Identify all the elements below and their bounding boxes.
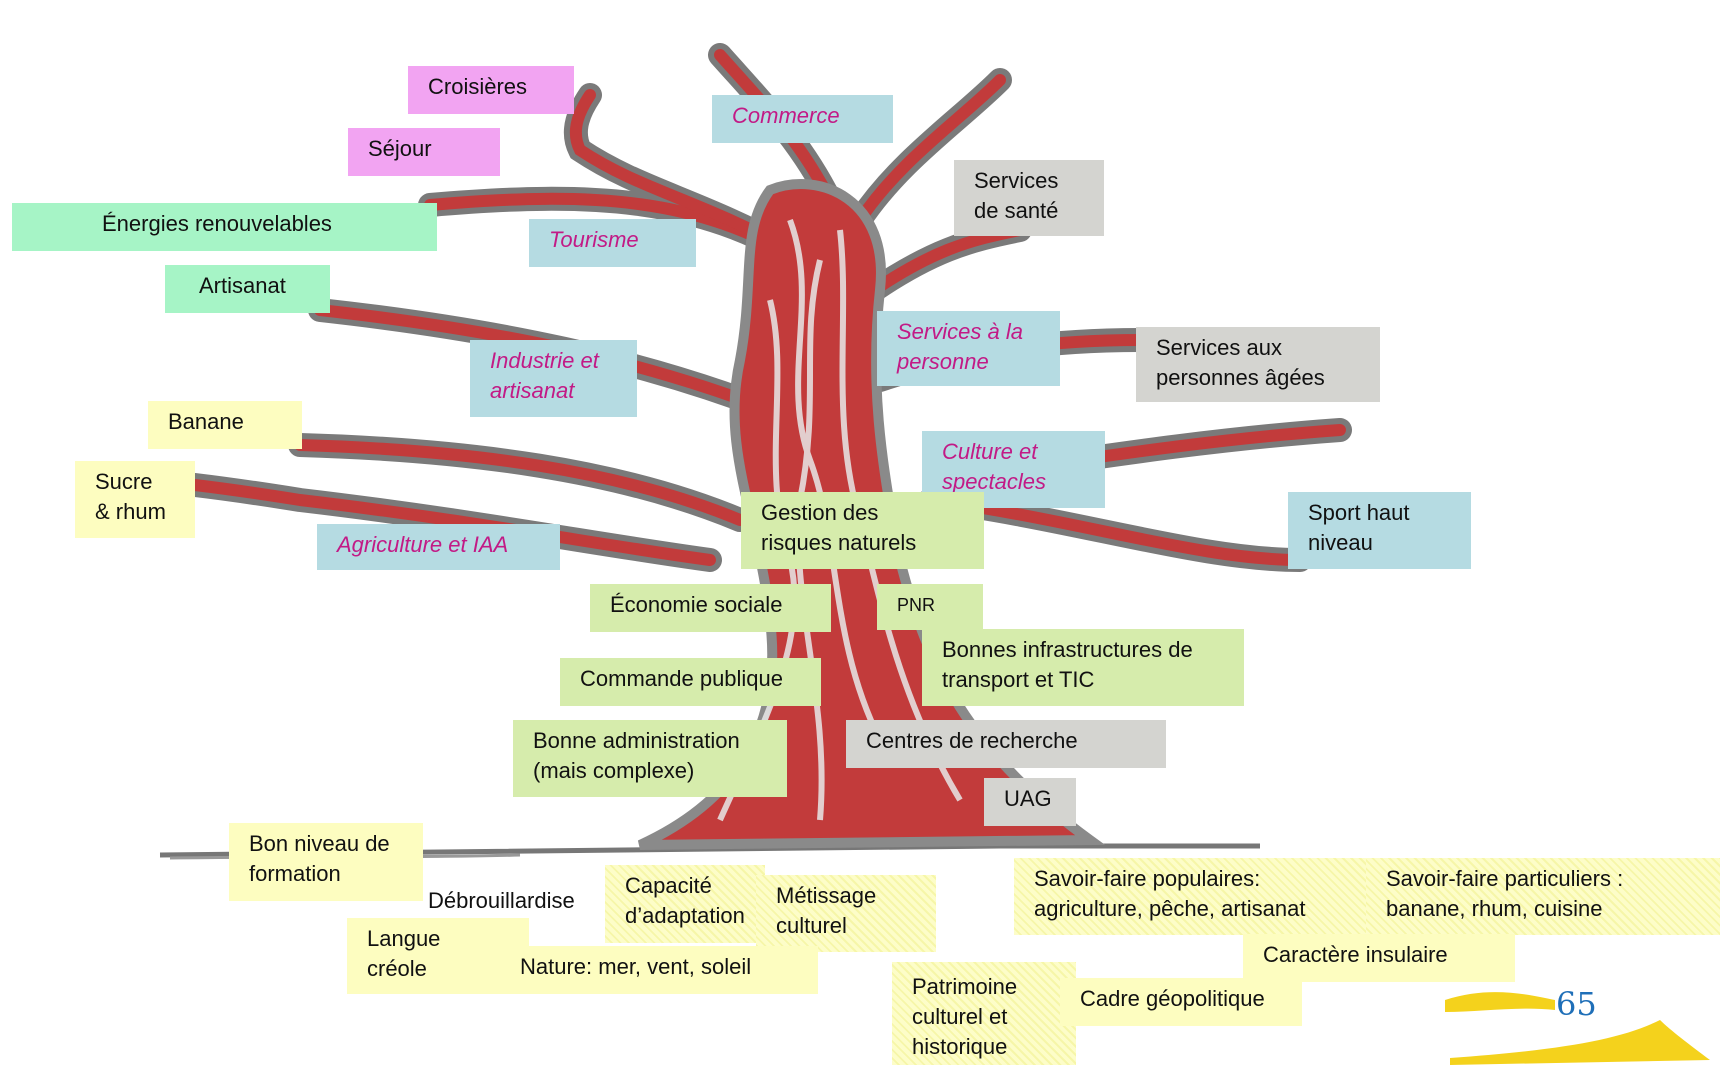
label-cadre-geopolitique: Cadre géopolitique <box>1060 978 1302 1026</box>
label-capacite-adaptation: Capacité d’adaptation <box>605 865 765 943</box>
label-services-sante: Services de santé <box>954 160 1104 236</box>
label-bonne-administration: Bonne administration (mais complexe) <box>513 720 787 797</box>
label-sport-haut-niveau: Sport haut niveau <box>1288 492 1471 569</box>
label-agriculture-iaa: Agriculture et IAA <box>317 524 560 570</box>
label-tourisme: Tourisme <box>529 219 696 267</box>
label-pnr: PNR <box>877 584 983 630</box>
label-bonnes-infrastructures: Bonnes infrastructures de transport et T… <box>922 629 1244 706</box>
label-caractere-insulaire: Caractère insulaire <box>1243 934 1515 982</box>
label-economie-sociale: Économie sociale <box>590 584 831 632</box>
label-banane: Banane <box>148 401 302 449</box>
label-savoir-faire-populaires: Savoir-faire populaires: agriculture, pê… <box>1014 858 1366 935</box>
label-gestion-risques: Gestion des risques naturels <box>741 492 984 569</box>
label-centres-recherche: Centres de recherche <box>846 720 1166 768</box>
label-metissage-culturel: Métissage culturel <box>756 875 936 952</box>
label-commande-publique: Commande publique <box>560 658 821 706</box>
label-commerce: Commerce <box>712 95 893 143</box>
label-uag: UAG <box>984 778 1076 826</box>
label-sejour: Séjour <box>348 128 500 176</box>
label-patrimoine: Patrimoine culturel et historique <box>892 962 1076 1065</box>
label-services-personnes-agees: Services aux personnes âgées <box>1136 327 1380 402</box>
label-savoir-faire-particuliers: Savoir-faire particuliers : banane, rhum… <box>1366 858 1720 935</box>
label-sucre-rhum: Sucre & rhum <box>75 461 195 538</box>
label-croisieres: Croisières <box>408 66 574 114</box>
label-bon-niveau-formation: Bon niveau de formation <box>229 823 423 901</box>
label-nature: Nature: mer, vent, soleil <box>500 946 818 994</box>
page-number: 65 <box>1556 985 1597 1023</box>
label-services-personne: Services à la personne <box>877 311 1060 386</box>
label-artisanat: Artisanat <box>165 265 330 313</box>
label-energies-renouvelables: Énergies renouvelables <box>12 203 437 251</box>
label-industrie-artisanat: Industrie et artisanat <box>470 340 637 417</box>
